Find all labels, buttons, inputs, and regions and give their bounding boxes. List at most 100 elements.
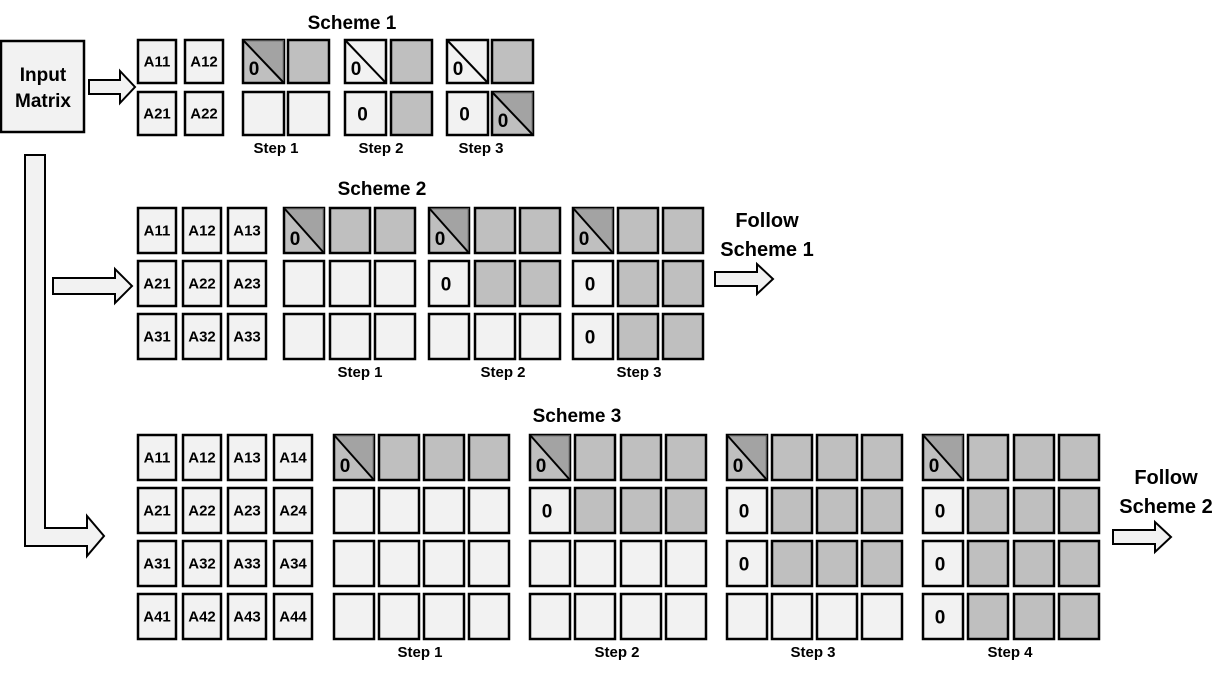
scheme-2-input-cell — [226, 206, 268, 255]
zero-label: 0 — [340, 456, 351, 477]
scheme-3-follow-label: Scheme 2 — [1119, 496, 1212, 518]
scheme-3-step-3-cell — [815, 486, 859, 535]
diagonal-line — [726, 434, 768, 481]
zero-label: 0 — [498, 111, 509, 132]
scheme-3-input-cell — [272, 433, 314, 482]
scheme-3-step-1-cell — [332, 486, 376, 535]
zero-label: 0 — [585, 275, 596, 296]
scheme-3-input-cell — [181, 486, 223, 535]
scheme-3-input-cell-label: A13 — [233, 450, 261, 467]
scheme-3-step-2-cell — [664, 539, 708, 588]
scheme-1-step-3-cell — [490, 38, 535, 85]
scheme-3-step-3-cell — [815, 433, 859, 482]
scheme-3-step-1-cell — [377, 592, 421, 641]
arrow-to-scheme-2 — [52, 266, 134, 306]
scheme-3-step-2-cell — [619, 539, 663, 588]
scheme-3-step-3-cell — [725, 486, 769, 535]
zero-label: 0 — [357, 105, 368, 126]
scheme-2-input-cell-label: A33 — [233, 329, 261, 346]
scheme-2-step-3-label: Step 3 — [616, 364, 661, 381]
scheme-1-step-2-cell — [389, 38, 434, 85]
scheme-3-step-1-cell — [332, 539, 376, 588]
scheme-3-step-1-cell — [467, 433, 511, 482]
zero-label: 0 — [453, 59, 464, 80]
scheme-2-step-1-cell — [282, 259, 326, 308]
scheme-3-step-4-cell — [966, 539, 1010, 588]
scheme-3-step-4-cell — [921, 592, 965, 641]
scheme-3-step-2-cell — [664, 486, 708, 535]
scheme-3-step-2-cell — [573, 486, 617, 535]
scheme-3-step-2-cell — [619, 433, 663, 482]
scheme-3-input-cell-label: A12 — [188, 450, 216, 467]
scheme-3-step-3-cell — [860, 592, 904, 641]
scheme-2-input-cell — [181, 206, 223, 255]
arrow-follow-scheme-2 — [1112, 519, 1173, 555]
scheme-1-input-cell-label: A12 — [190, 54, 218, 71]
scheme-2-step-2-cell — [427, 259, 471, 308]
scheme-3-input-cell — [136, 592, 178, 641]
scheme-3-input-cell — [272, 539, 314, 588]
scheme-3-step-2-cell — [573, 433, 617, 482]
scheme-3-step-3-cell — [770, 592, 814, 641]
scheme-2-input-cell — [181, 259, 223, 308]
scheme-1-title: Scheme 1 — [308, 13, 397, 34]
scheme-3-input-cell — [226, 433, 268, 482]
scheme-2-input-cell — [181, 312, 223, 361]
scheme-3-input-cell-label: A11 — [144, 450, 171, 467]
scheme-3-step-3-cell — [815, 592, 859, 641]
scheme-2-step-2-label: Step 2 — [480, 364, 525, 381]
scheme-3-step-2-cell — [528, 539, 572, 588]
scheme-2-step-2-cell — [518, 206, 562, 255]
scheme-3-input-cell — [226, 592, 268, 641]
scheme-3-step-2-cell — [619, 592, 663, 641]
scheme-3-step-4-cell — [966, 433, 1010, 482]
zero-label: 0 — [739, 502, 750, 523]
scheme-3-step-4-cell — [1057, 592, 1101, 641]
scheme-2-input-cell-label: A12 — [188, 223, 216, 240]
scheme-2-step-3-cell — [616, 259, 660, 308]
scheme-3-input-cell — [272, 592, 314, 641]
scheme-3-input-cell-label: A24 — [279, 503, 307, 520]
diagonal-line — [446, 39, 489, 84]
scheme-2-step-3-cell — [571, 312, 615, 361]
scheme-1-step-1-label: Step 1 — [253, 140, 298, 157]
scheme-3-step-2-cell — [528, 592, 572, 641]
scheme-2-step-2-cell — [473, 206, 517, 255]
scheme-3-step-3-cell — [770, 486, 814, 535]
zero-label: 0 — [542, 502, 553, 523]
scheme-2-step-3-cell — [661, 206, 705, 255]
scheme-3-input-cell — [226, 486, 268, 535]
scheme-3-input-cell-label: A23 — [233, 503, 261, 520]
scheme-3-step-1-cell — [467, 486, 511, 535]
zero-label: 0 — [351, 59, 362, 80]
diagonal-line — [283, 207, 325, 254]
scheme-2-step-2-cell — [427, 312, 471, 361]
scheme-1-input-cell — [183, 38, 225, 85]
scheme-3-step-3-cell — [770, 433, 814, 482]
scheme-2-input-cell — [136, 259, 178, 308]
diagonal-line — [344, 39, 387, 84]
zero-label: 0 — [585, 328, 596, 349]
arrow-to-scheme-3 — [24, 154, 106, 559]
scheme-1-input-cell — [136, 90, 178, 137]
scheme-3-step-4-cell — [1057, 539, 1101, 588]
zero-label: 0 — [935, 502, 946, 523]
scheme-2-input-cell-label: A23 — [233, 276, 261, 293]
scheme-2-input-cell — [226, 312, 268, 361]
scheme-2-step-2-cell — [518, 259, 562, 308]
scheme-2-step-1-cell — [328, 312, 372, 361]
scheme-2-input-cell-label: A22 — [188, 276, 216, 293]
scheme-1-input-cell — [136, 38, 178, 85]
scheme-3-step-1-cell — [377, 486, 421, 535]
scheme-2-step-1-cell — [373, 312, 417, 361]
zero-label: 0 — [441, 275, 452, 296]
scheme-1-step-3-cell — [445, 90, 490, 137]
scheme-2-input-cell — [136, 206, 178, 255]
scheme-3-step-4-label: Step 4 — [987, 644, 1033, 661]
zero-label: 0 — [733, 456, 744, 477]
zero-label: 0 — [290, 229, 301, 250]
scheme-3-step-4-cell — [921, 539, 965, 588]
scheme-3-step-2-cell — [573, 539, 617, 588]
scheme-3-step-2-cell — [664, 433, 708, 482]
zero-label: 0 — [929, 456, 940, 477]
